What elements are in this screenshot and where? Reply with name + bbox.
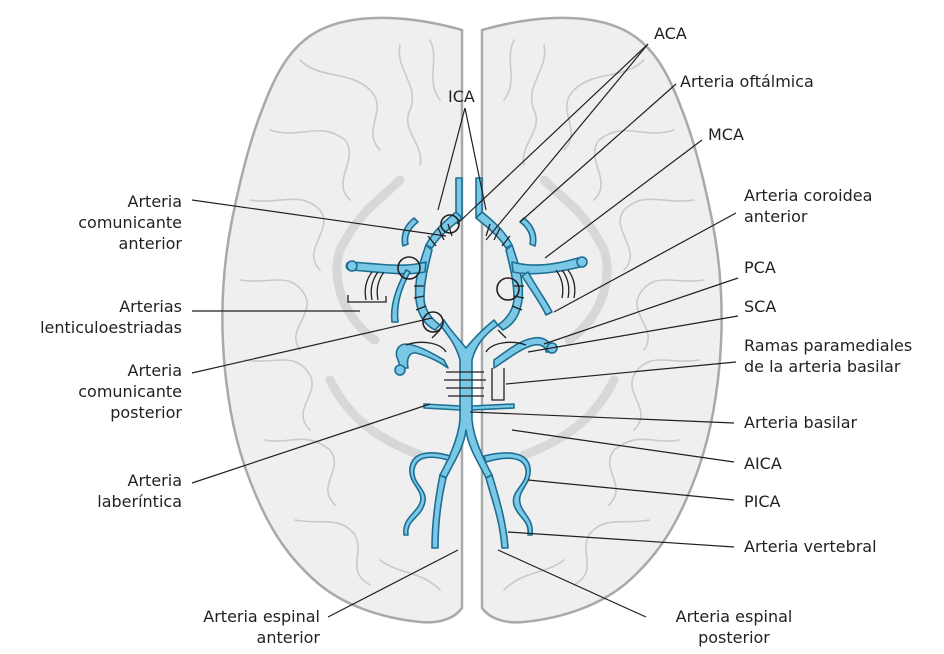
brain-silhouette xyxy=(222,18,721,623)
label-ramas-line-2: de la arteria basilar xyxy=(744,356,912,377)
label-arteria-comunicante-anterior: Arteria comunicante anterior xyxy=(20,191,182,254)
label-arteria-coroidea-line-2: anterior xyxy=(744,206,872,227)
label-espinal-posterior-line-1: Arteria espinal xyxy=(654,606,814,627)
label-arteria-comunicante-posterior: Arteria comunicante posterior xyxy=(20,360,182,423)
label-pca: PCA xyxy=(744,257,776,278)
label-espinal-posterior-line-2: posterior xyxy=(654,627,814,648)
label-laberintica-line-1: Arteria xyxy=(20,470,182,491)
label-comunicante-anterior-line-3: anterior xyxy=(20,233,182,254)
label-arteria-oftalmica: Arteria oftálmica xyxy=(680,71,814,92)
label-ica: ICA xyxy=(448,86,475,107)
label-comunicante-posterior-line-3: posterior xyxy=(20,402,182,423)
label-arteria-basilar: Arteria basilar xyxy=(744,412,857,433)
label-lenticuloestriadas-line-2: lenticuloestriadas xyxy=(0,317,182,338)
label-sca: SCA xyxy=(744,296,776,317)
label-mca: MCA xyxy=(708,124,744,145)
label-aica: AICA xyxy=(744,453,782,474)
label-espinal-anterior-line-2: anterior xyxy=(160,627,320,648)
label-ramas-paramediales: Ramas paramediales de la arteria basilar xyxy=(744,335,912,377)
label-comunicante-anterior-line-2: comunicante xyxy=(20,212,182,233)
label-ramas-line-1: Ramas paramediales xyxy=(744,335,912,356)
label-arteria-espinal-posterior: Arteria espinal posterior xyxy=(654,606,814,648)
label-comunicante-posterior-line-2: comunicante xyxy=(20,381,182,402)
right-hemisphere xyxy=(482,18,722,623)
label-comunicante-posterior-line-1: Arteria xyxy=(20,360,182,381)
label-comunicante-anterior-line-1: Arteria xyxy=(20,191,182,212)
label-arteria-laberintica: Arteria laberíntica xyxy=(20,470,182,512)
label-arterias-lenticuloestriadas: Arterias lenticuloestriadas xyxy=(0,296,182,338)
label-arteria-espinal-anterior: Arteria espinal anterior xyxy=(160,606,320,648)
label-arteria-coroidea-line-1: Arteria coroidea xyxy=(744,185,872,206)
label-lenticuloestriadas-line-1: Arterias xyxy=(0,296,182,317)
label-espinal-anterior-line-1: Arteria espinal xyxy=(160,606,320,627)
label-aca: ACA xyxy=(654,23,687,44)
label-arteria-vertebral: Arteria vertebral xyxy=(744,536,877,557)
label-laberintica-line-2: laberíntica xyxy=(20,491,182,512)
label-arteria-coroidea-anterior: Arteria coroidea anterior xyxy=(744,185,872,227)
label-pica: PICA xyxy=(744,491,780,512)
